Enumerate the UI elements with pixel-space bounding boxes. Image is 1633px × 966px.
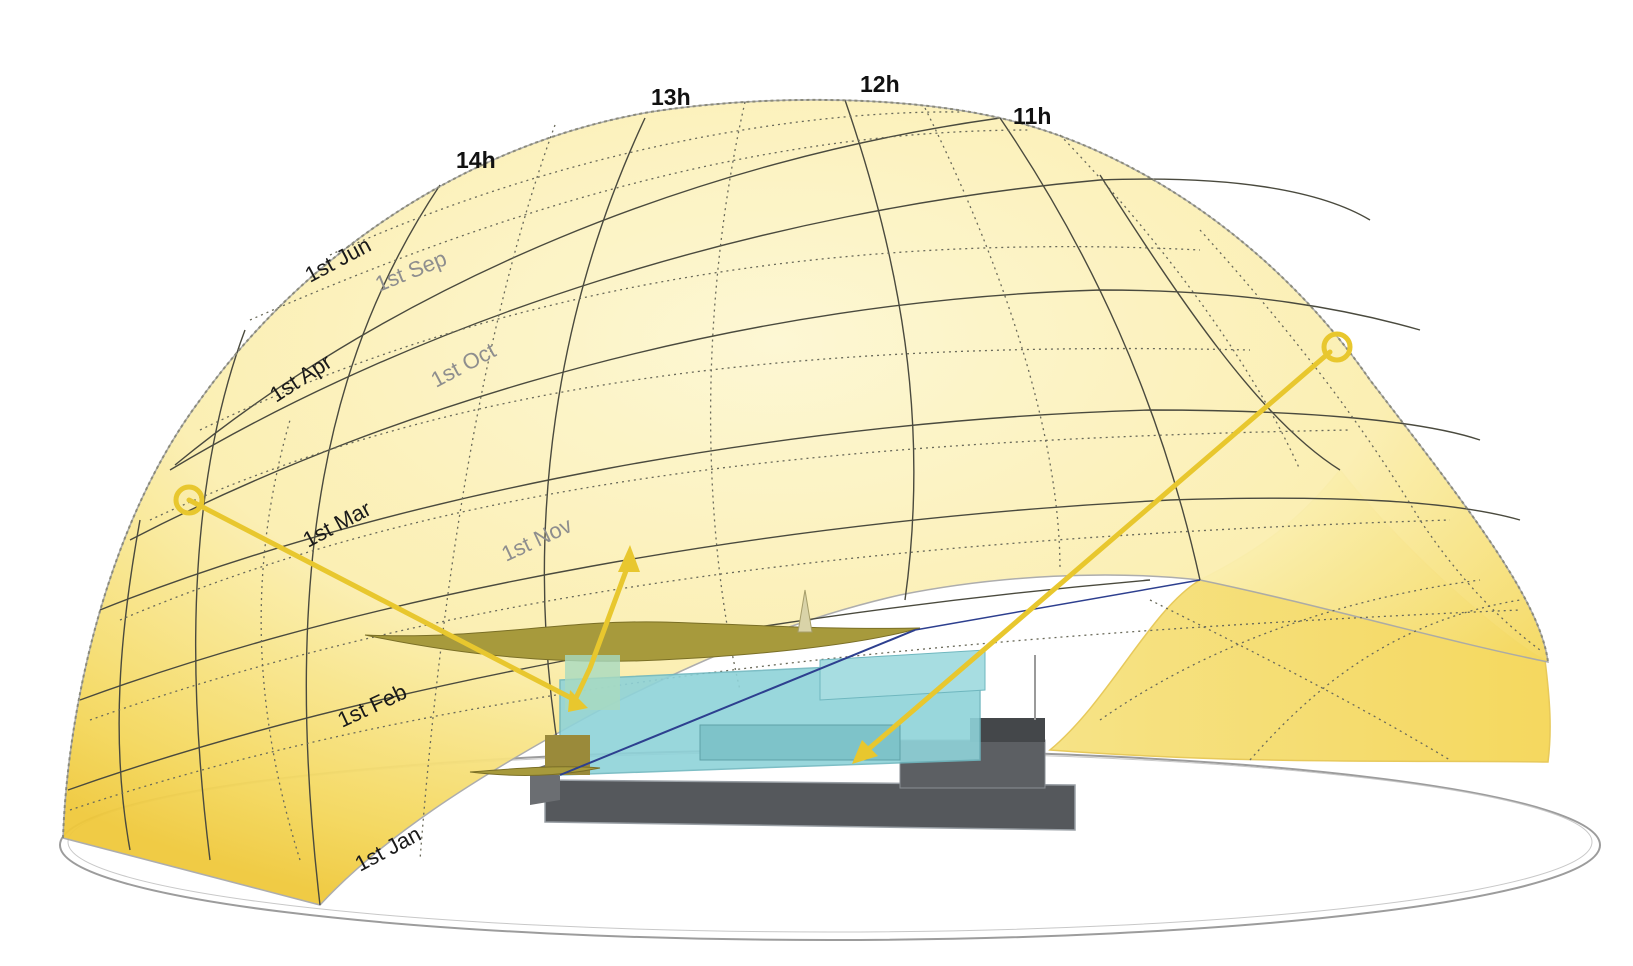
hour-label-14h: 14h bbox=[456, 147, 496, 173]
building-spire bbox=[797, 589, 813, 633]
right-sun-marker bbox=[1321, 331, 1353, 363]
hour-label-11h: 11h bbox=[1013, 103, 1051, 129]
right-sun-ray bbox=[862, 349, 1333, 755]
building-blue-edge-2 bbox=[914, 579, 1201, 631]
building-canopy-roof bbox=[364, 621, 921, 662]
building-dark-base bbox=[544, 779, 1076, 831]
left-sun-ray bbox=[186, 497, 578, 703]
left-reflected-ray bbox=[572, 557, 633, 703]
left-sun-marker bbox=[173, 484, 205, 516]
hour-label-12h: 12h bbox=[860, 71, 900, 97]
left-reflected-arrowhead bbox=[618, 545, 640, 572]
sun-rays bbox=[186, 349, 1333, 755]
building-rooftop-unit bbox=[970, 718, 1045, 742]
left-ray-arrowhead bbox=[568, 690, 588, 712]
right-ray-arrowhead bbox=[852, 740, 878, 764]
hour-label-13h: 13h bbox=[651, 84, 691, 110]
building-blue-edge bbox=[559, 629, 916, 776]
building-canopy-lower bbox=[469, 766, 601, 776]
